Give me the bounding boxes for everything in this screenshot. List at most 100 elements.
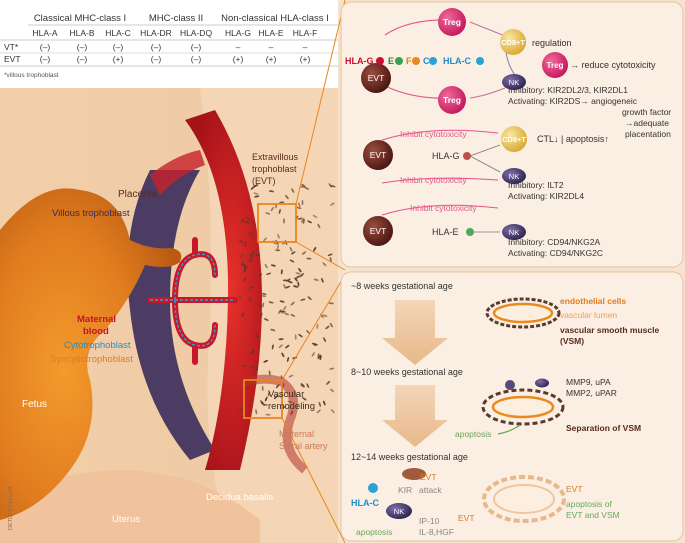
table-row-label: VT* <box>4 42 19 52</box>
hla-g-label-2: HLA-G <box>432 151 460 161</box>
evt-cell-mark <box>257 304 261 309</box>
vessel-3-remodeled <box>482 475 566 523</box>
evt-cell-mark <box>240 253 244 259</box>
evt-cell-mark <box>313 246 317 252</box>
evt-cell-mark <box>251 233 254 240</box>
label-lumen: vascular lumen <box>560 310 617 320</box>
hla-c-dot <box>429 57 437 65</box>
evt-cell-mark <box>243 267 246 273</box>
label-placenta: Placenta <box>118 189 157 200</box>
treg-label-3: Treg <box>547 61 564 70</box>
evt-cell-mark <box>280 269 283 275</box>
evt-cell-mark <box>291 251 296 255</box>
evt-cell-mark <box>298 268 302 273</box>
label-vsm-1: vascular smooth muscle <box>560 325 659 335</box>
kir-label: KIR <box>398 485 412 495</box>
evt-label-b2: EVT <box>458 513 475 523</box>
evt-cell-mark <box>278 208 281 214</box>
evt-cell-mark <box>306 329 310 335</box>
evt-cell-mark <box>306 383 310 388</box>
evt-cell-mark <box>293 285 299 288</box>
table-cell: (+) <box>233 54 244 64</box>
table-column-header: HLA-DQ <box>180 28 213 38</box>
cd8-label: CD8+T <box>501 38 525 47</box>
activating-1c: →adequate <box>625 118 669 128</box>
evt-cell-mark <box>297 217 303 220</box>
hla-f-letter: F <box>406 56 412 66</box>
hla-c-dot-2 <box>476 57 484 65</box>
evt-cell-mark <box>265 413 271 416</box>
attack-label: attack <box>419 485 442 495</box>
nk-cell-2 <box>502 168 526 184</box>
vessel-2-endothelium <box>491 395 555 419</box>
evt-cell-mark <box>285 344 290 349</box>
evt-cell-mark <box>311 352 315 357</box>
evt-cell-mark <box>316 409 321 414</box>
evt-cell-mark <box>285 194 289 200</box>
evt-cell-mark <box>327 253 333 257</box>
inhibitory-3: Inhibitory: CD94/NKG2A <box>508 237 600 247</box>
evt-cell-mark <box>306 257 312 260</box>
activating-2: Activating: KIR2DL4 <box>508 191 584 201</box>
table-column-header: HLA-C <box>105 28 131 38</box>
apoptosis-label-1: apoptosis <box>455 429 491 439</box>
evt-cell-mark <box>307 220 313 224</box>
apoptosis-evt-1: apoptosis of <box>566 499 612 509</box>
remodeling-panel: ~8 weeks gestational age endothelial cel… <box>340 271 684 542</box>
table-cell: (+) <box>266 54 277 64</box>
evt-cell-mark <box>322 314 328 317</box>
evt-cell-mark <box>301 218 305 223</box>
table-cell: – <box>236 42 241 52</box>
evt-cell-mark <box>295 275 300 280</box>
evt-cell-mark <box>288 374 294 378</box>
evt-cell-mark <box>286 356 290 363</box>
evt-cell-mark <box>241 261 244 267</box>
evt-cell-mark <box>270 264 276 267</box>
evt-cell-mark <box>329 367 335 370</box>
evt-cell-mark <box>284 312 290 316</box>
table-cell: (–) <box>77 42 88 52</box>
label-syncytiotrophoblast: Syncytiotrophoblast <box>50 354 133 365</box>
evt-cell-mark <box>323 400 326 406</box>
evt-cell-3 <box>363 216 393 246</box>
vessel-2-vsm <box>481 388 565 426</box>
evt-cell-mark <box>255 409 258 415</box>
evt-cell-mark <box>322 262 327 267</box>
evt-cell-mark <box>281 352 285 358</box>
hla-g-dot-2 <box>463 152 471 160</box>
evt-cell-mark <box>291 188 295 193</box>
table-row-label: EVT <box>4 54 21 64</box>
nk-label-3: NK <box>509 228 519 237</box>
evt-cell-mark <box>279 300 285 303</box>
evt-cell-mark <box>270 328 276 332</box>
evt-cell-mark <box>268 370 271 376</box>
evt-cell-mark <box>255 365 258 371</box>
table-footnote: *villous trophoblast <box>4 72 59 79</box>
vascular-zoom-box <box>243 379 283 419</box>
evt-cell-mark <box>253 192 259 195</box>
vessel-1-vsm <box>485 297 561 329</box>
evt-cell-1 <box>361 63 391 93</box>
regulation-label: regulation <box>532 38 572 48</box>
evt-cell-mark <box>318 401 321 407</box>
evt-cell-mark <box>249 366 255 369</box>
evt-cell-mark <box>300 298 306 301</box>
table-cell: (–) <box>40 54 51 64</box>
evt-cell-mark <box>323 337 326 342</box>
nk-cell-3 <box>502 224 526 240</box>
evt-cell-mark <box>294 334 297 340</box>
evt-cell-mark <box>326 380 331 385</box>
evt-cell-mark <box>264 263 268 269</box>
treg-cell-3 <box>542 52 568 78</box>
evt-cell-mark <box>248 259 254 262</box>
cd8-cell <box>500 29 526 55</box>
label-vascular-2: remodeling <box>268 401 315 412</box>
evt-cell-mark <box>312 214 318 218</box>
immune-panel: Treg Treg EVT HLA-G E F C HLA-C CD8+T re… <box>340 1 684 268</box>
evt-cell-mark <box>266 272 272 275</box>
evt-elongated <box>402 468 426 480</box>
evt-cell-mark <box>285 285 291 289</box>
evt-cell-mark <box>262 302 265 308</box>
activating-3: Activating: CD94/NKG2C <box>508 248 603 258</box>
